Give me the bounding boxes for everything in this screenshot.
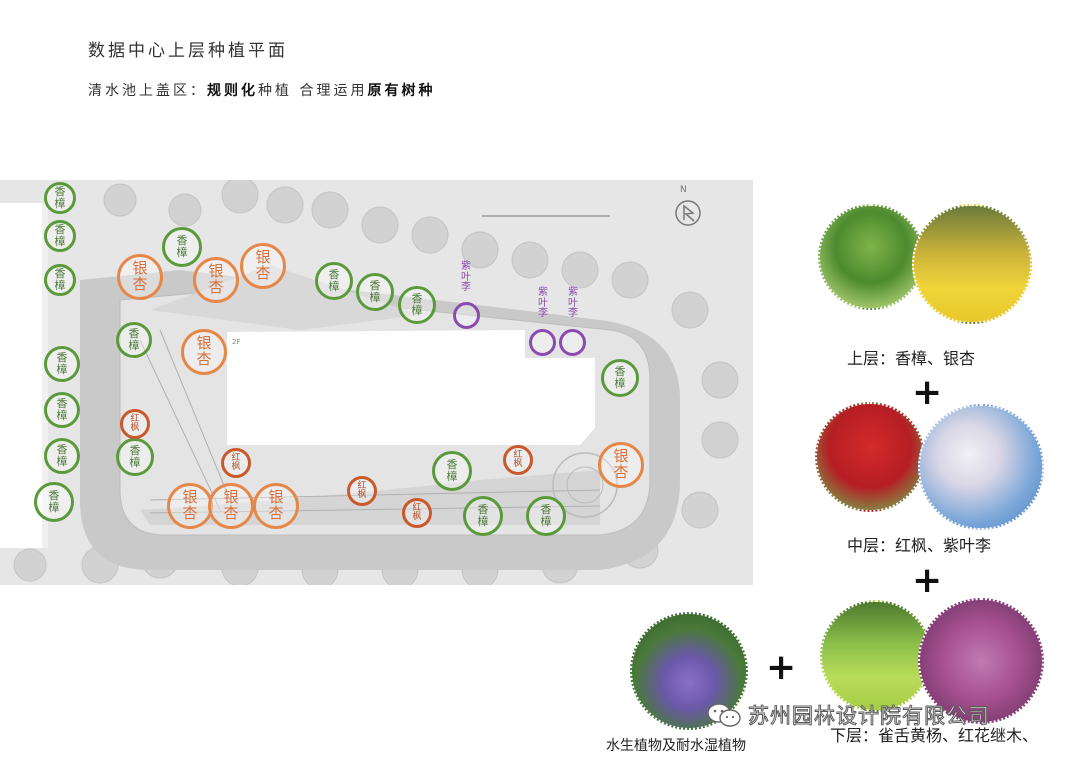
tree-yinxing: 银杏 [181, 329, 227, 375]
page-title: 数据中心上层种植平面 [88, 41, 288, 61]
tree-yinxing: 银杏 [117, 254, 163, 300]
tree-xiangzhang: 香樟 [398, 286, 436, 324]
legend-aquatic: 水生植物及耐水湿植物 [606, 738, 746, 754]
tree-xiangzhang: 香樟 [162, 227, 202, 267]
tree-xiangzhang: 香樟 [356, 273, 394, 311]
subtitle-emphasis-original: 原有树种 [367, 83, 436, 99]
tree-ziyeli [559, 329, 586, 356]
ziyeli-label: 紫叶李 [568, 287, 578, 319]
photo-honghua-jimu [918, 598, 1044, 724]
tree-xiangzhang: 香樟 [432, 451, 472, 491]
photo-ziyeli [918, 404, 1044, 530]
tree-hongfeng: 红枫 [347, 476, 377, 506]
tree-xiangzhang: 香樟 [44, 346, 80, 382]
photo-xiangzhang [818, 204, 924, 310]
plan-drawing: N 2F [0, 180, 753, 585]
plus-icon: + [766, 647, 797, 688]
tree-xiangzhang: 香樟 [601, 359, 639, 397]
tree-hongfeng: 红枫 [221, 448, 251, 478]
tree-xiangzhang: 香樟 [116, 438, 154, 476]
wechat-icon [707, 703, 741, 727]
photo-queshe-huangyang [820, 600, 932, 712]
tree-ziyeli [529, 329, 556, 356]
site-plan: N 2F 香樟 香樟 香樟 香樟 香樟 香樟 香樟 香樟 香樟 香樟 香樟 香樟… [0, 180, 753, 585]
tree-yinxing: 银杏 [240, 243, 286, 289]
legend-upper-layer: 上层：香樟、银杏 [847, 349, 976, 368]
subtitle-emphasis-regular: 规则化 [207, 83, 258, 99]
tree-yinxing: 银杏 [193, 257, 239, 303]
tree-hongfeng: 红枫 [503, 445, 533, 475]
legend-middle-layer: 中层：红枫、紫叶李 [847, 536, 992, 555]
tree-xiangzhang: 香樟 [44, 220, 76, 252]
tree-yinxing: 银杏 [253, 483, 299, 529]
tree-hongfeng: 红枫 [120, 409, 150, 439]
tree-ziyeli [453, 302, 480, 329]
tree-xiangzhang: 香樟 [463, 496, 503, 536]
tree-xiangzhang: 香樟 [44, 438, 80, 474]
tree-yinxing: 银杏 [598, 442, 644, 488]
north-label: N [680, 185, 687, 195]
floor-mark: 2F [232, 338, 240, 346]
ziyeli-label: 紫叶李 [461, 261, 471, 293]
plus-icon: + [912, 372, 943, 413]
tree-yinxing: 银杏 [208, 483, 254, 529]
subtitle-middle: 种植 合理运用 [258, 83, 368, 99]
photo-hongfeng [815, 402, 925, 512]
north-arrow-icon [675, 200, 701, 226]
tree-xiangzhang: 香樟 [44, 264, 76, 296]
plus-icon: + [912, 560, 943, 601]
legend-lower-layer: 下层：雀舌黄杨、红花继木、 [830, 726, 1039, 745]
tree-xiangzhang: 香樟 [44, 392, 80, 428]
page-subtitle: 清水池上盖区：规则化种植 合理运用原有树种 [88, 80, 435, 100]
tree-xiangzhang: 香樟 [526, 496, 566, 536]
tree-yinxing: 银杏 [167, 483, 213, 529]
ziyeli-label: 紫叶李 [538, 287, 548, 319]
watermark: 苏州园林设计院有限公司 [748, 704, 990, 729]
photo-yinxing [912, 204, 1032, 324]
tree-xiangzhang: 香樟 [116, 322, 152, 358]
tree-xiangzhang: 香樟 [34, 482, 74, 522]
tree-hongfeng: 红枫 [402, 498, 432, 528]
tree-xiangzhang: 香樟 [315, 262, 353, 300]
tree-xiangzhang: 香樟 [44, 182, 76, 214]
subtitle-prefix: 清水池上盖区： [88, 83, 207, 99]
